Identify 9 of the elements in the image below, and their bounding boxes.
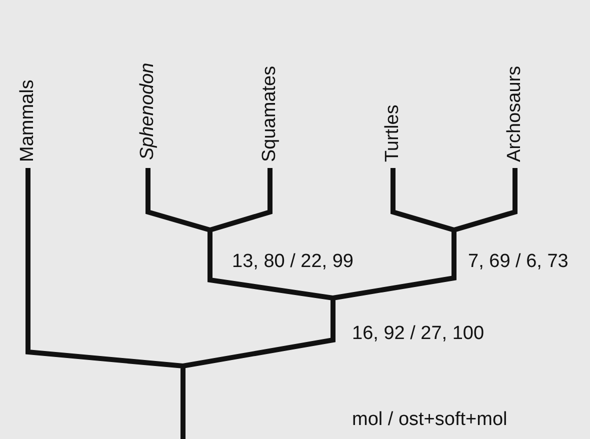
- support-values: 16, 92 / 27, 100: [352, 323, 484, 345]
- support-values: 7, 69 / 6, 73: [468, 251, 568, 273]
- analysis-legend-note: mol / ost+soft+mol: [352, 409, 508, 431]
- support-values: 13, 80 / 22, 99: [232, 251, 354, 273]
- taxon-name: Archosaurs: [504, 66, 526, 162]
- taxon-name: Squamates: [259, 66, 281, 162]
- taxon-name: Mammals: [17, 80, 39, 162]
- taxon-name: Turtles: [382, 104, 404, 162]
- taxon-name: Sphenodon: [137, 62, 159, 160]
